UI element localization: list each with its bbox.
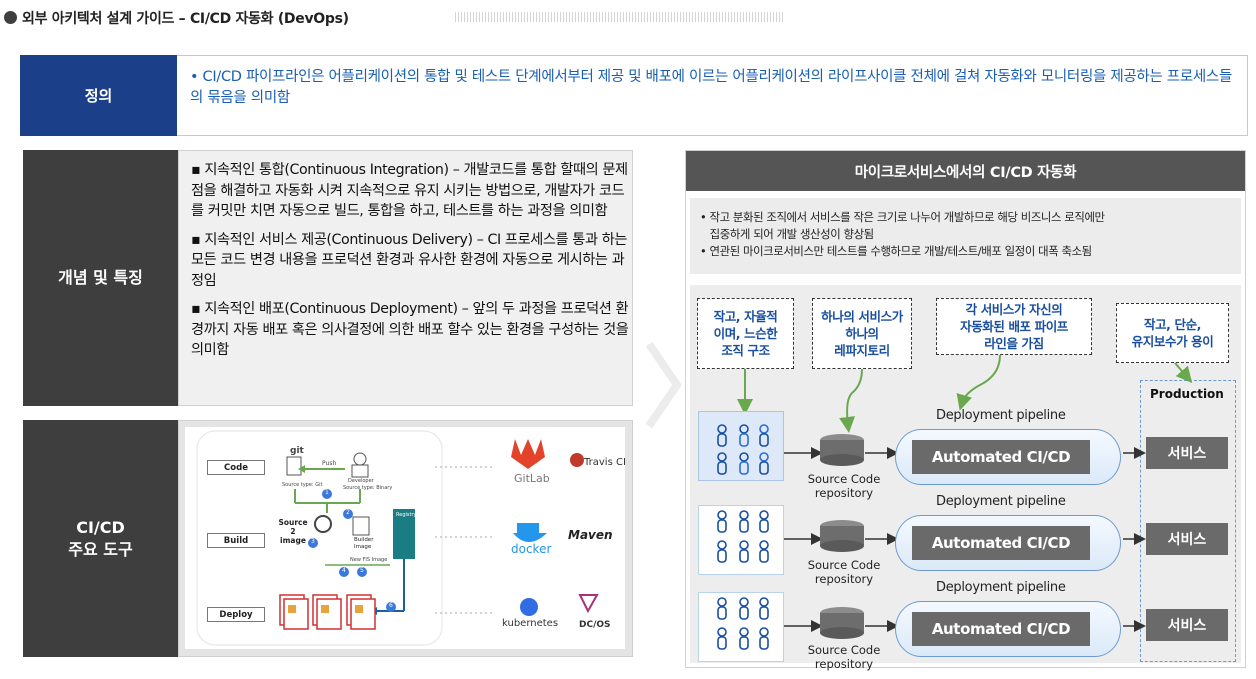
pipeline-label-3: Deployment pipeline [936,580,1066,595]
push-label: Push [322,460,337,467]
page-title: 외부 아키텍처 설계 가이드 – CI/CD 자동화 (DevOps) [22,11,349,27]
source-type-binary-label: Source type: Binary [343,485,393,491]
database-icon [820,434,864,639]
stage-deploy: Deploy [207,607,265,622]
tools-diagram-svg [196,430,599,646]
pipeline-2: Automated CI/CD [912,526,1090,560]
pipeline-3: Automated CI/CD [912,612,1090,646]
kubernetes-label: kubernetes [502,618,559,629]
builder-image-label: Builder Image [354,537,374,550]
pipeline-1: Automated CI/CD [912,440,1090,474]
definition-box [20,55,1248,136]
dcos-label: DC/OS [579,620,611,630]
definition-text: • CI/CD 파이프라인은 어플리케이션의 통합 및 테스트 단계에서부터 제… [190,69,1232,106]
stage-code: Code [207,460,265,475]
tools-label: CI/CD 주요 도구 [23,420,178,657]
concept-item-ci: 지속적인 통합(Continuous Integration) – 개발코드를 … [191,160,631,222]
tools-label-line2: 주요 도구 [68,539,133,559]
pipeline-label-1: Deployment pipeline [936,408,1066,423]
people-icon [717,424,769,650]
new-image-label: New FIS Image [350,557,388,563]
microservice-title: 마이크로서비스에서의 CI/CD 자동화 [686,151,1245,191]
page-header: 외부 아키텍처 설계 가이드 – CI/CD 자동화 (DevOps) [0,0,1256,34]
source-image-label: Source 2 image [278,518,308,545]
concept-label: 개념 및 특징 [23,150,178,406]
service-1: 서비스 [1146,437,1228,469]
concept-item-cd-delivery: 지속적인 서비스 제공(Continuous Delivery) – CI 프로… [191,230,631,292]
callout-simple: 작고, 단순,유지보수가 용이 [1116,303,1229,363]
travis-label: Travis CI [584,457,626,468]
docker-label: docker [511,542,552,556]
kubernetes-icon [520,598,538,616]
git-repo-icon [286,456,302,476]
travis-icon [570,453,584,467]
stage-build: Build [207,533,265,548]
step-1: 1 [325,489,329,496]
gitlab-label: GitLab [514,472,550,485]
production-label: Production [1150,387,1224,401]
git-label: git [290,446,304,456]
registry-icon [393,509,415,559]
registry-label: Registry [396,512,417,518]
tools-label-line1: CI/CD [76,517,125,537]
deploy-pods-icon [279,594,376,630]
step-3: 3 [311,538,315,545]
header-decoration [455,12,785,22]
builder-image-icon [352,516,370,536]
pipeline-label-2: Deployment pipeline [936,494,1066,509]
dcos-icon [578,594,599,614]
bullet-dot-icon [4,11,17,24]
step-5: 5 [360,567,364,574]
gitlab-icon [511,439,545,469]
step-6: 6 [389,602,393,609]
gear-icon [314,515,332,533]
concept-list: 지속적인 통합(Continuous Integration) – 개발코드를 … [191,160,631,369]
developer-label: Developer [348,478,374,484]
chevron-right-icon [645,341,681,429]
step-4: 4 [342,567,346,574]
microservice-bullets: • 작고 분화된 조직에서 서비스를 작은 크기로 나누어 개발하므로 해당 비… [690,198,1241,274]
docker-icon [517,523,539,533]
developer-icon [353,452,367,466]
definition-label: 정의 [20,55,177,136]
maven-label: Maven [568,528,613,542]
service-2: 서비스 [1146,523,1228,555]
source-type-git-label: Source type: Git [282,482,323,488]
step-2: 2 [346,509,350,516]
concept-item-cd-deployment: 지속적인 배포(Continuous Deployment) – 앞의 두 과정… [191,299,631,361]
service-3: 서비스 [1146,609,1228,641]
